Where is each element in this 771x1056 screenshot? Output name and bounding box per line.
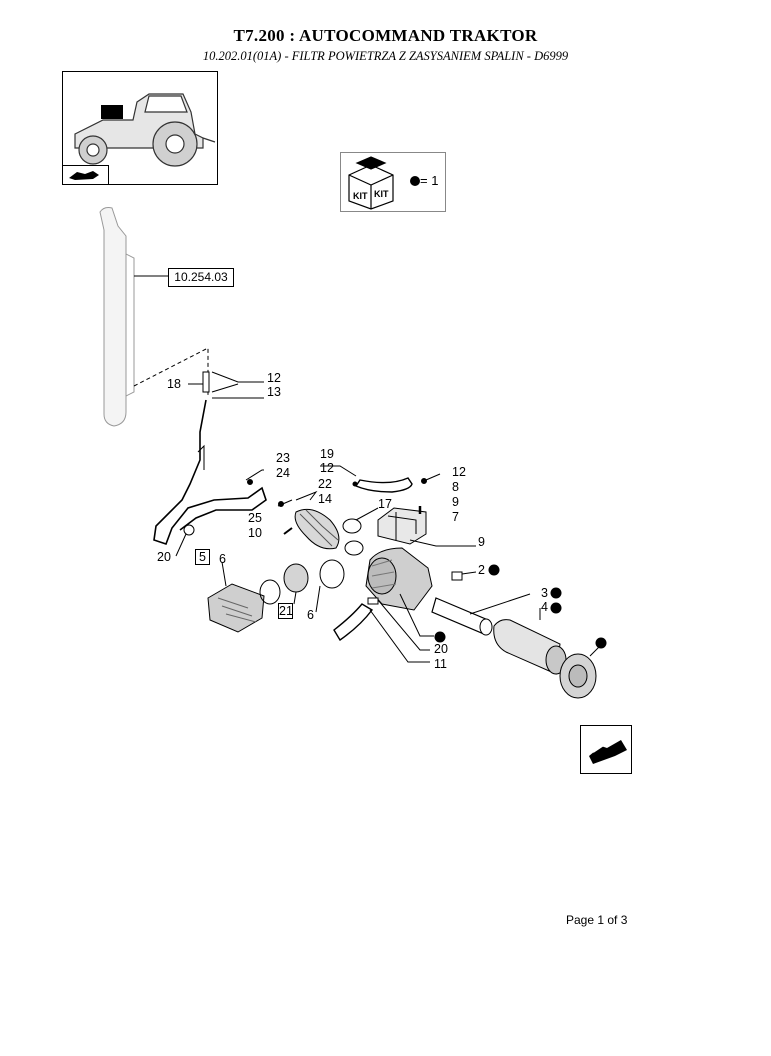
callout-21: 21 xyxy=(278,603,293,619)
callout-2: 2 xyxy=(478,563,485,577)
callout-20b: 20 xyxy=(434,642,448,656)
kit-dot-2 xyxy=(488,564,500,576)
callout-9: 9 xyxy=(452,495,459,509)
callout-6b: 6 xyxy=(307,608,314,622)
kit-text-left: KIT xyxy=(353,191,368,201)
callout-12: 12 xyxy=(267,371,281,385)
thumbnail-nav-button[interactable] xyxy=(62,165,109,185)
callout-13: 13 xyxy=(267,385,281,399)
callout-8: 8 xyxy=(452,480,459,494)
callout-17: 17 xyxy=(378,497,392,511)
kit-dot-cover xyxy=(595,637,607,649)
callout-5: 5 xyxy=(195,549,210,565)
page-subtitle: 10.202.01(01A) - FILTR POWIETRZA Z ZASYS… xyxy=(202,49,569,63)
kit-dot-icon xyxy=(410,176,420,186)
kit-box-icon: KIT KIT xyxy=(348,156,420,210)
callout-10: 10 xyxy=(248,526,262,540)
callout-11: 11 xyxy=(434,657,447,671)
reference-link[interactable]: 10.254.03 xyxy=(168,268,234,287)
callout-12c: 12 xyxy=(452,465,466,479)
callout-4: 4 xyxy=(541,600,548,614)
kit-dot-4 xyxy=(550,602,562,614)
page-title: T7.200 : AUTOCOMMAND TRAKTOR xyxy=(233,26,538,45)
kit-dot-housing xyxy=(434,631,446,643)
callout-7: 7 xyxy=(452,510,459,524)
callout-22: 22 xyxy=(318,477,332,491)
callout-18: 18 xyxy=(167,377,181,391)
callout-9b: 9 xyxy=(478,535,485,549)
tractor-thumbnail[interactable] xyxy=(62,71,218,185)
page-indicator: Page 1 of 3 xyxy=(566,913,628,927)
callout-14: 14 xyxy=(318,492,332,506)
kit-text-right: KIT xyxy=(374,189,389,199)
next-page-button[interactable] xyxy=(580,725,632,774)
callout-3: 3 xyxy=(541,586,548,600)
callout-12b: 12 xyxy=(320,461,334,475)
callout-19: 19 xyxy=(320,447,334,461)
kit-dot-3 xyxy=(550,587,562,599)
callout-6: 6 xyxy=(219,552,226,566)
hand-arrow-next-icon xyxy=(589,740,627,764)
hand-arrow-icon xyxy=(69,171,99,180)
highlight-marker xyxy=(101,105,123,119)
callout-20: 20 xyxy=(157,550,171,564)
callout-24: 24 xyxy=(276,466,290,480)
kit-legend-text: = 1 xyxy=(420,173,439,188)
callout-25: 25 xyxy=(248,511,262,525)
callout-23: 23 xyxy=(276,451,290,465)
kit-legend: KIT KIT xyxy=(340,152,446,212)
tractor-icon xyxy=(74,93,216,167)
